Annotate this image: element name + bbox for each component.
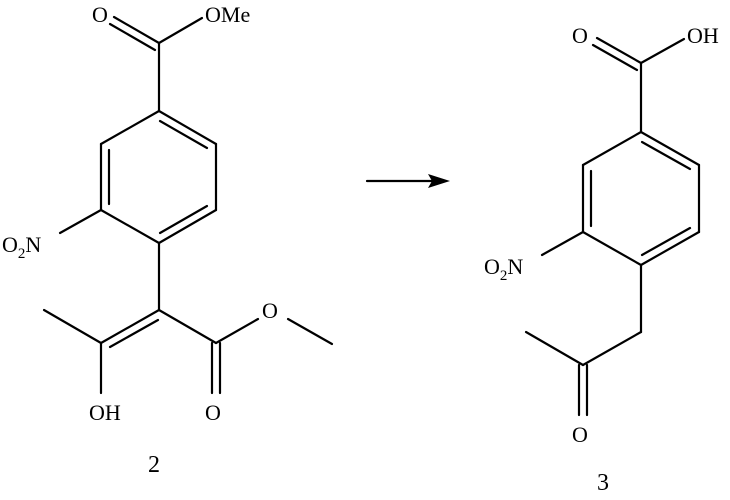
compound-3-structure: O OH O2N O 3 <box>484 23 719 496</box>
nitro-group-label: O2N <box>484 254 523 284</box>
bond <box>581 230 643 267</box>
bond <box>42 308 103 345</box>
bond <box>540 230 585 257</box>
bond <box>639 130 701 167</box>
bond <box>640 226 692 257</box>
bond <box>640 140 692 171</box>
bond <box>108 318 160 349</box>
atom-label-o: O <box>262 298 278 323</box>
bond <box>581 130 643 167</box>
bond <box>99 109 161 146</box>
bond <box>286 317 334 346</box>
atom-label-ome: OMe <box>205 2 250 27</box>
atom-label-o: O <box>572 23 588 48</box>
bond <box>157 208 218 245</box>
bond <box>595 36 643 65</box>
bond <box>214 317 260 345</box>
bond <box>158 119 209 150</box>
bond <box>591 43 639 72</box>
compound-number-2: 2 <box>148 452 160 478</box>
compound-2-structure: O OMe O2N OH O O 2 <box>2 2 334 478</box>
atom-label-oh: OH <box>89 400 121 425</box>
atom-label-oh: OH <box>687 23 719 48</box>
bond <box>157 308 218 345</box>
bond <box>108 22 157 52</box>
bond <box>58 208 103 235</box>
bond <box>157 109 218 146</box>
atom-label-o: O <box>92 2 108 27</box>
bond <box>158 204 209 235</box>
bond <box>581 330 643 367</box>
bond <box>639 230 701 267</box>
bond <box>112 15 161 45</box>
nitro-group-label: O2N <box>2 232 41 262</box>
bond <box>157 16 204 45</box>
reaction-arrow-icon <box>365 174 450 188</box>
atom-label-o: O <box>205 400 221 425</box>
bond <box>524 330 585 367</box>
bond <box>639 37 686 65</box>
bond <box>99 308 161 345</box>
compound-number-3: 3 <box>597 470 609 496</box>
bond <box>99 208 161 245</box>
atom-label-o: O <box>572 422 588 447</box>
